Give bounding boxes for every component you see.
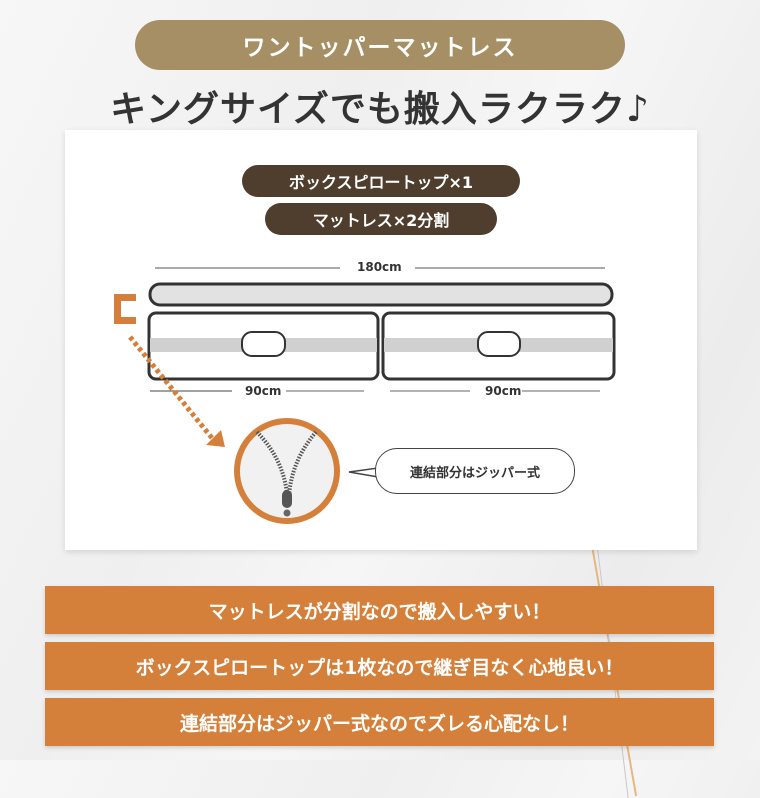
mattress-label-pill: マットレス×2分割 bbox=[265, 203, 497, 235]
topper-label-pill: ボックスピロートップ×1 bbox=[242, 165, 520, 197]
zipper-callout-bubble: 連結部分はジッパー式 bbox=[375, 448, 575, 494]
dotted-arrow-icon bbox=[128, 335, 225, 447]
product-title: ワントッパーマットレス bbox=[242, 35, 518, 61]
headline: キングサイズでも搬入ラクラク♪ bbox=[110, 89, 650, 130]
feature-text: ボックスピロートップは1枚なので継ぎ目なく心地良い！ bbox=[135, 656, 624, 679]
mattress-label: マットレス×2分割 bbox=[312, 211, 450, 230]
feature-text: マットレスが分割なので搬入しやすい！ bbox=[208, 600, 551, 623]
mattress-diagram bbox=[114, 267, 616, 524]
zipper-callout-text: 連結部分はジッパー式 bbox=[409, 465, 540, 481]
product-title-pill: ワントッパーマットレス bbox=[135, 20, 625, 70]
feature-bar: マットレスが分割なので搬入しやすい！ bbox=[45, 586, 714, 634]
feature-bar: ボックスピロートップは1枚なので継ぎ目なく心地良い！ bbox=[45, 642, 714, 690]
feature-text: 連結部分はジッパー式なのでズレる心配なし！ bbox=[179, 712, 579, 735]
dimension-right: 90cm bbox=[485, 384, 522, 398]
dimension-left: 90cm bbox=[245, 384, 282, 398]
feature-bar: 連結部分はジッパー式なのでズレる心配なし！ bbox=[45, 698, 714, 746]
bracket-marker-icon bbox=[114, 294, 136, 324]
topper-label: ボックスピロートップ×1 bbox=[288, 173, 474, 192]
dimension-total: 180cm bbox=[357, 260, 402, 274]
zipper-icon bbox=[234, 418, 340, 524]
